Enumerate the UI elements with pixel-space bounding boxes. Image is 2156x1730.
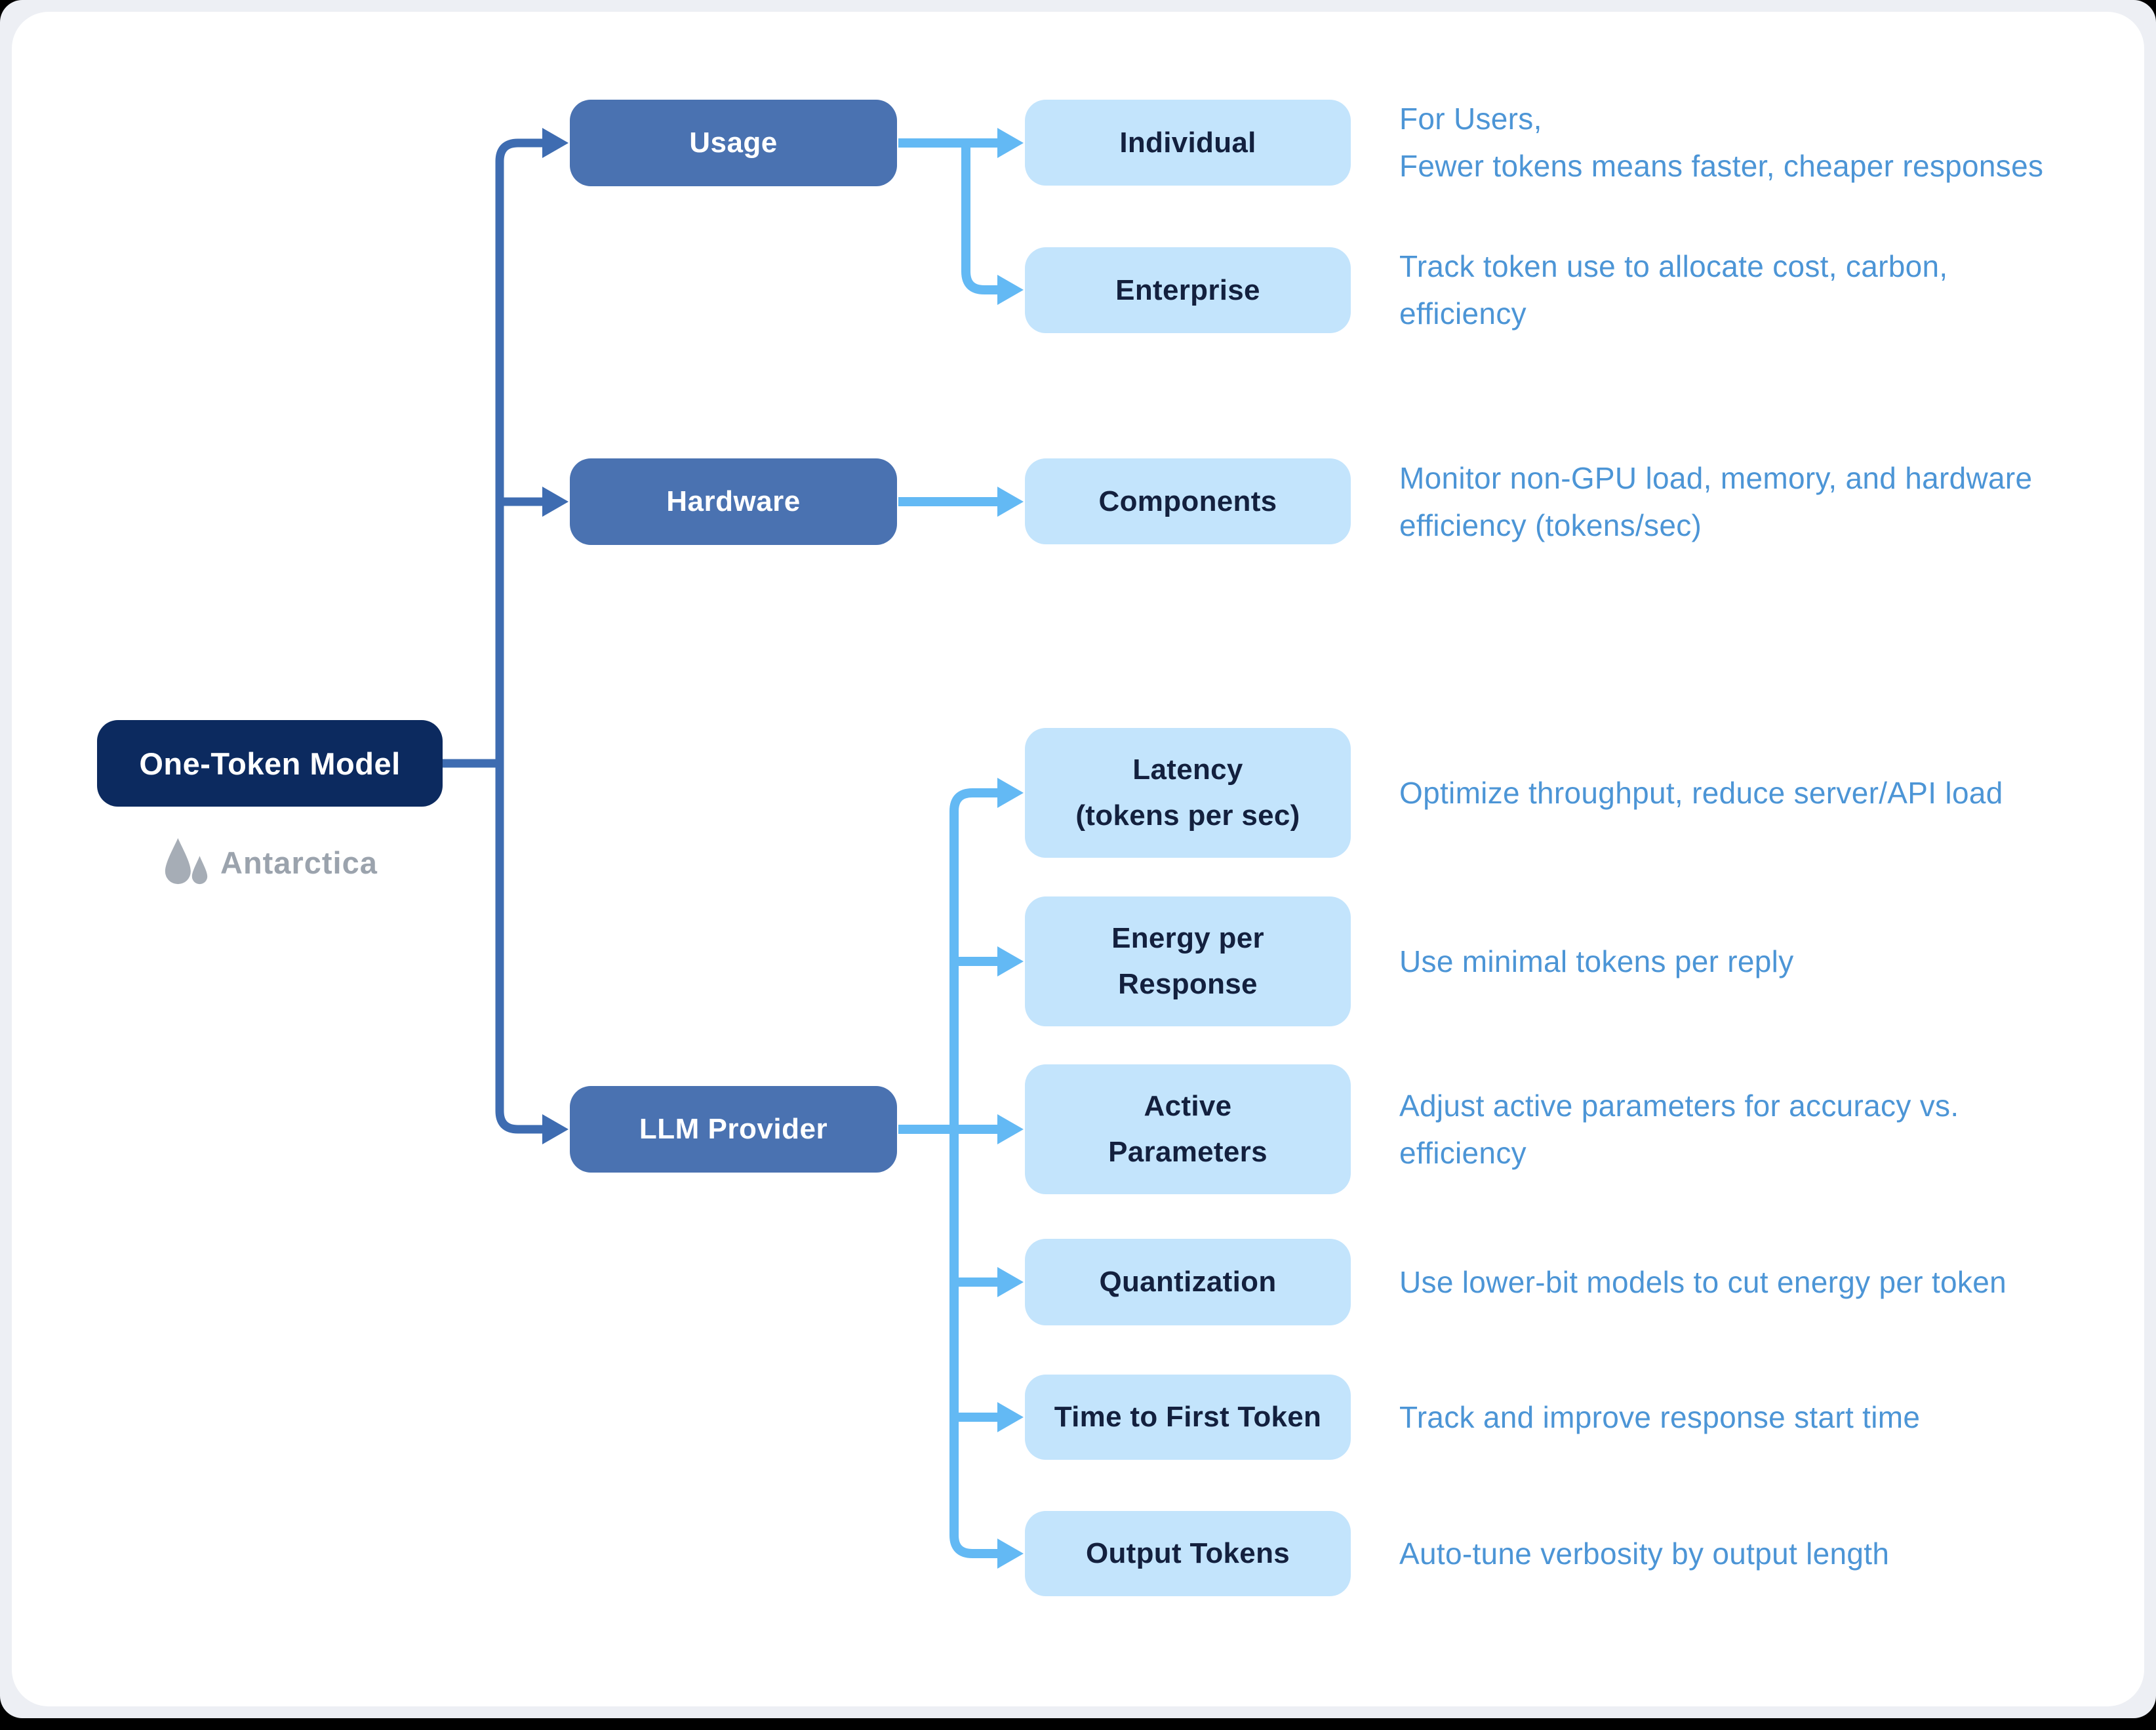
child-components-node: Components [1025, 458, 1351, 544]
child-latency-node: Latency (tokens per sec) [1025, 728, 1351, 858]
child-active-parameters-label: Active Parameters [1108, 1083, 1268, 1175]
desc-components: Monitor non-GPU load, memory, and hardwa… [1399, 454, 2121, 549]
root-label: One-Token Model [139, 746, 400, 782]
child-components-label: Components [1099, 479, 1277, 525]
antarctica-logo: Antarctica [161, 837, 378, 888]
branch-hardware-node: Hardware [570, 458, 897, 545]
child-quantization-label: Quantization [1099, 1259, 1276, 1305]
root-node: One-Token Model [97, 720, 443, 807]
branch-llm-provider-node: LLM Provider [570, 1086, 897, 1173]
dark-connector-paths [443, 143, 542, 1129]
child-energy-per-response-label: Energy per Response [1111, 915, 1264, 1007]
child-enterprise-label: Enterprise [1115, 268, 1260, 313]
light-connector-paths [898, 143, 997, 1554]
child-latency-label: Latency (tokens per sec) [1075, 747, 1300, 839]
dark-arrowheads [542, 128, 569, 1144]
child-individual-node: Individual [1025, 100, 1351, 186]
child-time-to-first-token-node: Time to First Token [1025, 1375, 1351, 1460]
desc-latency: Optimize throughput, reduce server/API l… [1399, 769, 2121, 816]
branch-llm-provider-label: LLM Provider [639, 1113, 828, 1146]
light-arrowheads [997, 128, 1024, 1569]
child-individual-label: Individual [1119, 120, 1256, 166]
child-energy-per-response-node: Energy per Response [1025, 896, 1351, 1026]
child-quantization-node: Quantization [1025, 1239, 1351, 1325]
desc-individual: For Users, Fewer tokens means faster, ch… [1399, 95, 2121, 190]
desc-enterprise: Track token use to allocate cost, carbon… [1399, 243, 2121, 337]
mindmap-canvas: One-Token Model Antarctica Usage Hardwar… [12, 12, 2144, 1706]
branch-usage-label: Usage [689, 127, 778, 159]
diagram-card: One-Token Model Antarctica Usage Hardwar… [12, 12, 2144, 1706]
child-output-tokens-node: Output Tokens [1025, 1511, 1351, 1596]
desc-time-to-first-token: Track and improve response start time [1399, 1394, 2121, 1441]
child-enterprise-node: Enterprise [1025, 247, 1351, 333]
desc-quantization: Use lower-bit models to cut energy per t… [1399, 1258, 2121, 1306]
child-output-tokens-label: Output Tokens [1086, 1531, 1290, 1577]
desc-energy-per-response: Use minimal tokens per reply [1399, 938, 2121, 985]
branch-usage-node: Usage [570, 100, 897, 186]
child-time-to-first-token-label: Time to First Token [1054, 1394, 1321, 1440]
child-active-parameters-node: Active Parameters [1025, 1064, 1351, 1194]
antarctica-drops-icon [161, 837, 212, 888]
desc-active-parameters: Adjust active parameters for accuracy vs… [1399, 1082, 2121, 1177]
antarctica-logo-text: Antarctica [220, 845, 378, 881]
desc-output-tokens: Auto-tune verbosity by output length [1399, 1530, 2121, 1577]
branch-hardware-label: Hardware [666, 485, 801, 518]
